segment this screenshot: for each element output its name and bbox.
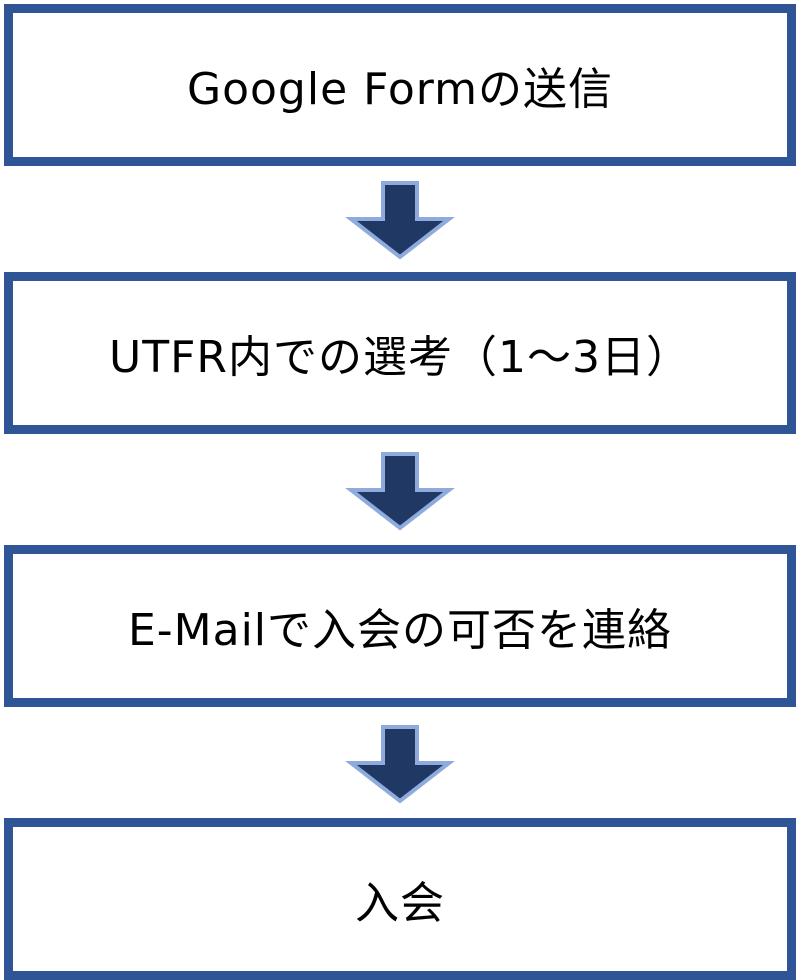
flow-step-label: E-Mailで入会の可否を連絡 [127,605,673,656]
down-arrow-icon [345,181,455,260]
down-arrow-icon [345,725,455,804]
flow-step-form-submission: Google Formの送信 [4,4,796,166]
flow-step-email-notification: E-Mailで入会の可否を連絡 [4,545,796,707]
flow-step-selection: UTFR内での選考（1～3日） [4,272,796,434]
flow-step-admission: 入会 [4,818,796,980]
flow-step-label: 入会 [355,878,445,929]
flow-step-label: Google Formの送信 [187,64,613,115]
down-arrow-icon [345,452,455,531]
flow-step-label: UTFR内での選考（1～3日） [109,332,691,383]
